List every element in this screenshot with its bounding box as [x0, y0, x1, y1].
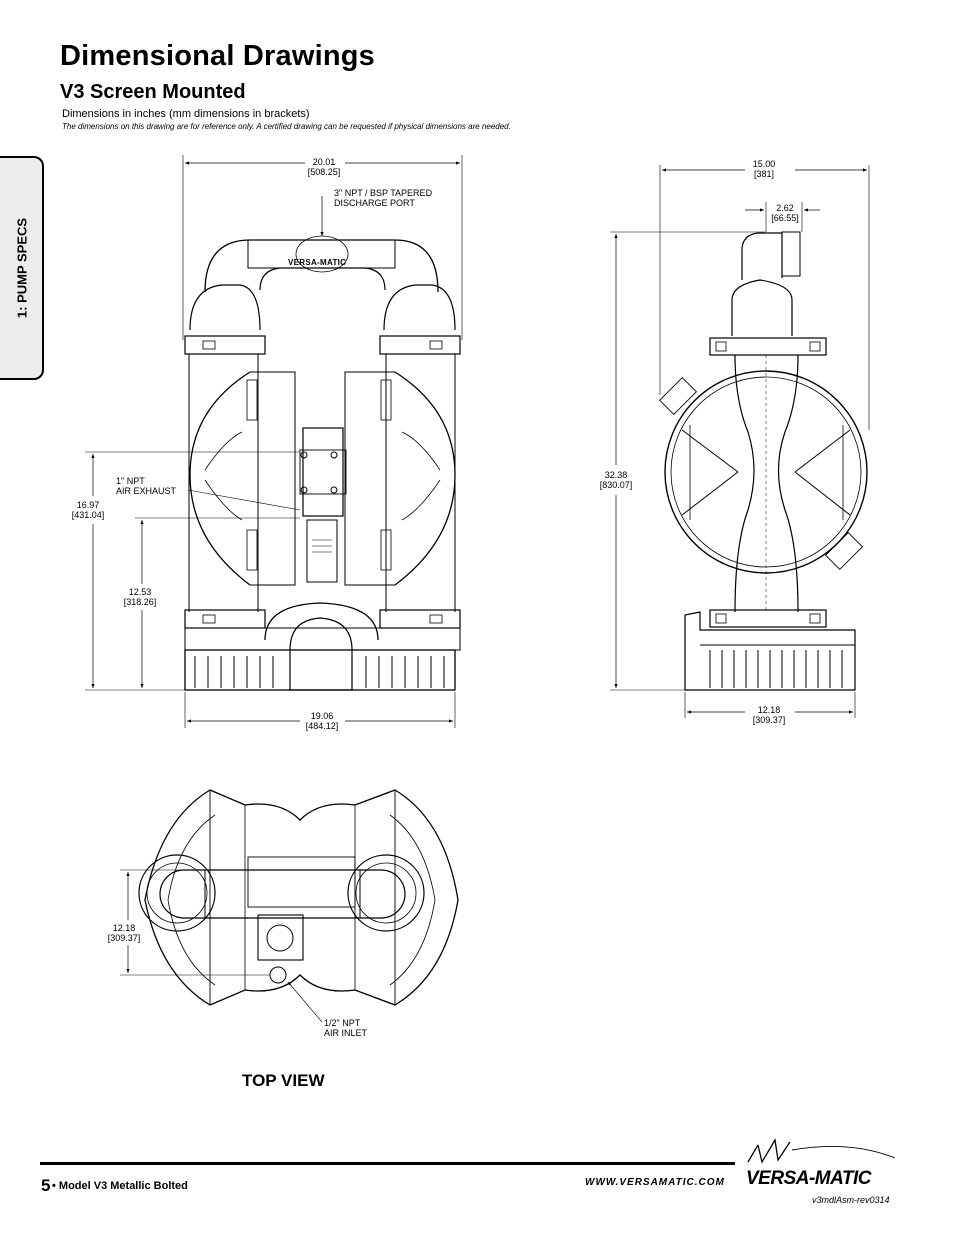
versa-matic-logo-mark	[747, 1138, 896, 1164]
page-number: 5	[41, 1176, 51, 1195]
top-view-caption: TOP VIEW	[242, 1071, 325, 1090]
side-depth-base-label: 12.18[309.37]	[752, 705, 786, 725]
side-offset-label: 2.62[66.55]	[771, 203, 799, 223]
front-height-inlet-label: 12.53[318.26]	[123, 587, 157, 607]
footer-rule	[40, 1162, 735, 1165]
side-depth-top-label: 15.00[381]	[752, 159, 776, 179]
section-tab[interactable]	[0, 156, 44, 380]
front-height-exhaust-label: 16.97[431.04]	[71, 500, 105, 520]
pump-body-logo: VERSA-MATIC	[288, 258, 347, 267]
side-view-drawing	[610, 165, 870, 718]
units-note: Dimensions in inches (mm dimensions in b…	[62, 108, 310, 120]
front-width-base-label: 19.06[484.12]	[305, 711, 339, 731]
model-name: • Model V3 Metallic Bolted	[52, 1180, 188, 1192]
front-width-top-label: 20.01[508.25]	[307, 157, 341, 177]
revision-code: v3mdlAsm-rev0314	[812, 1195, 890, 1205]
top-view-drawing	[120, 789, 459, 1023]
side-height-total-label: 32.38[830.07]	[599, 470, 633, 490]
front-view-drawing	[85, 155, 463, 728]
website-link[interactable]: WWW.VERSAMATIC.COM	[585, 1177, 725, 1188]
section-subtitle: V3 Screen Mounted	[60, 81, 246, 103]
top-depth-label: 12.18[309.37]	[107, 923, 141, 943]
page-title: Dimensional Drawings	[60, 40, 376, 72]
brand-logo-text: VERSA-MATIC	[746, 1168, 872, 1189]
disclaimer-note: The dimensions on this drawing are for r…	[62, 122, 511, 131]
